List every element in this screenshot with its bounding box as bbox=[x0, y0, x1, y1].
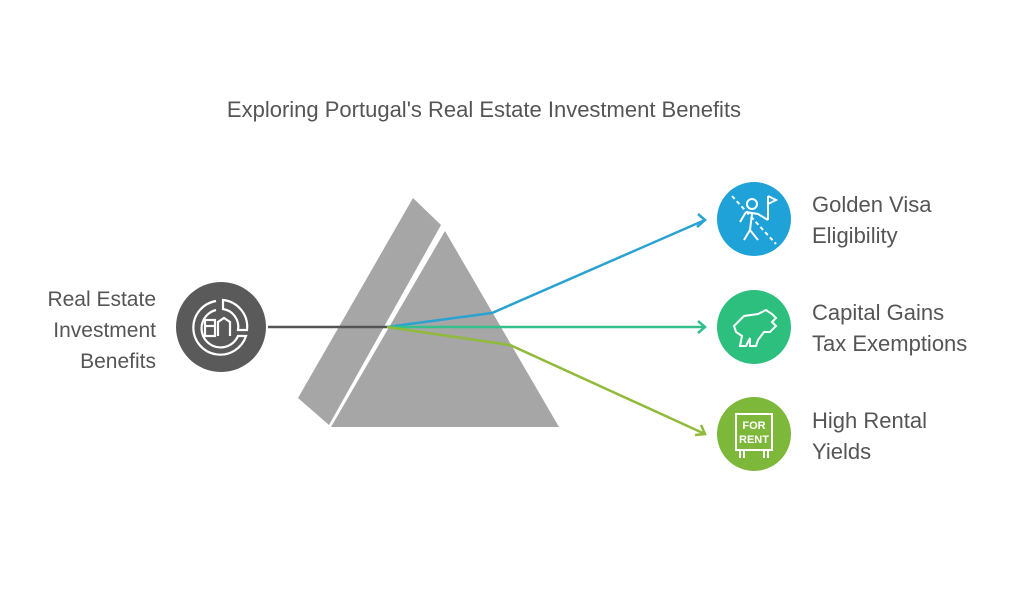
label-line: Eligibility bbox=[812, 223, 898, 248]
arrowhead-golden-visa-icon bbox=[696, 213, 707, 228]
rental-yields-node: FOR RENT bbox=[717, 397, 791, 471]
source-node bbox=[176, 282, 266, 372]
source-label: Real Estate Investment Benefits bbox=[10, 284, 156, 377]
for-rent-sign-icon: FOR RENT bbox=[735, 413, 773, 458]
real-estate-chart-icon bbox=[192, 298, 249, 356]
label-line: High Rental bbox=[812, 408, 927, 433]
rental-yields-label: High Rental Yields bbox=[812, 405, 927, 467]
ray-rental-yields bbox=[386, 325, 706, 436]
golden-visa-label: Golden Visa Eligibility bbox=[812, 189, 931, 251]
capital-gains-label: Capital Gains Tax Exemptions bbox=[812, 297, 967, 359]
label-line: Capital Gains bbox=[812, 300, 945, 325]
person-flag-icon bbox=[731, 195, 779, 245]
label-line: Tax Exemptions bbox=[812, 331, 968, 356]
source-label-line: Benefits bbox=[80, 350, 156, 373]
golden-visa-node bbox=[717, 182, 791, 256]
ray-golden-visa bbox=[386, 218, 706, 329]
arrowhead-rental-yields-icon bbox=[694, 424, 707, 437]
label-line: Golden Visa bbox=[812, 192, 932, 217]
bull-icon bbox=[732, 308, 778, 347]
sign-text-for: FOR bbox=[742, 420, 765, 432]
arrowhead-capital-gains-icon bbox=[697, 320, 707, 334]
source-label-line: Investment bbox=[53, 319, 156, 342]
label-line: Yields bbox=[812, 439, 872, 464]
diagram-title: Exploring Portugal's Real Estate Investm… bbox=[226, 97, 742, 122]
source-label-line: Real Estate bbox=[47, 288, 156, 311]
capital-gains-node bbox=[717, 290, 791, 364]
sign-text-rent: RENT bbox=[739, 434, 769, 446]
prism-shape bbox=[298, 198, 559, 427]
